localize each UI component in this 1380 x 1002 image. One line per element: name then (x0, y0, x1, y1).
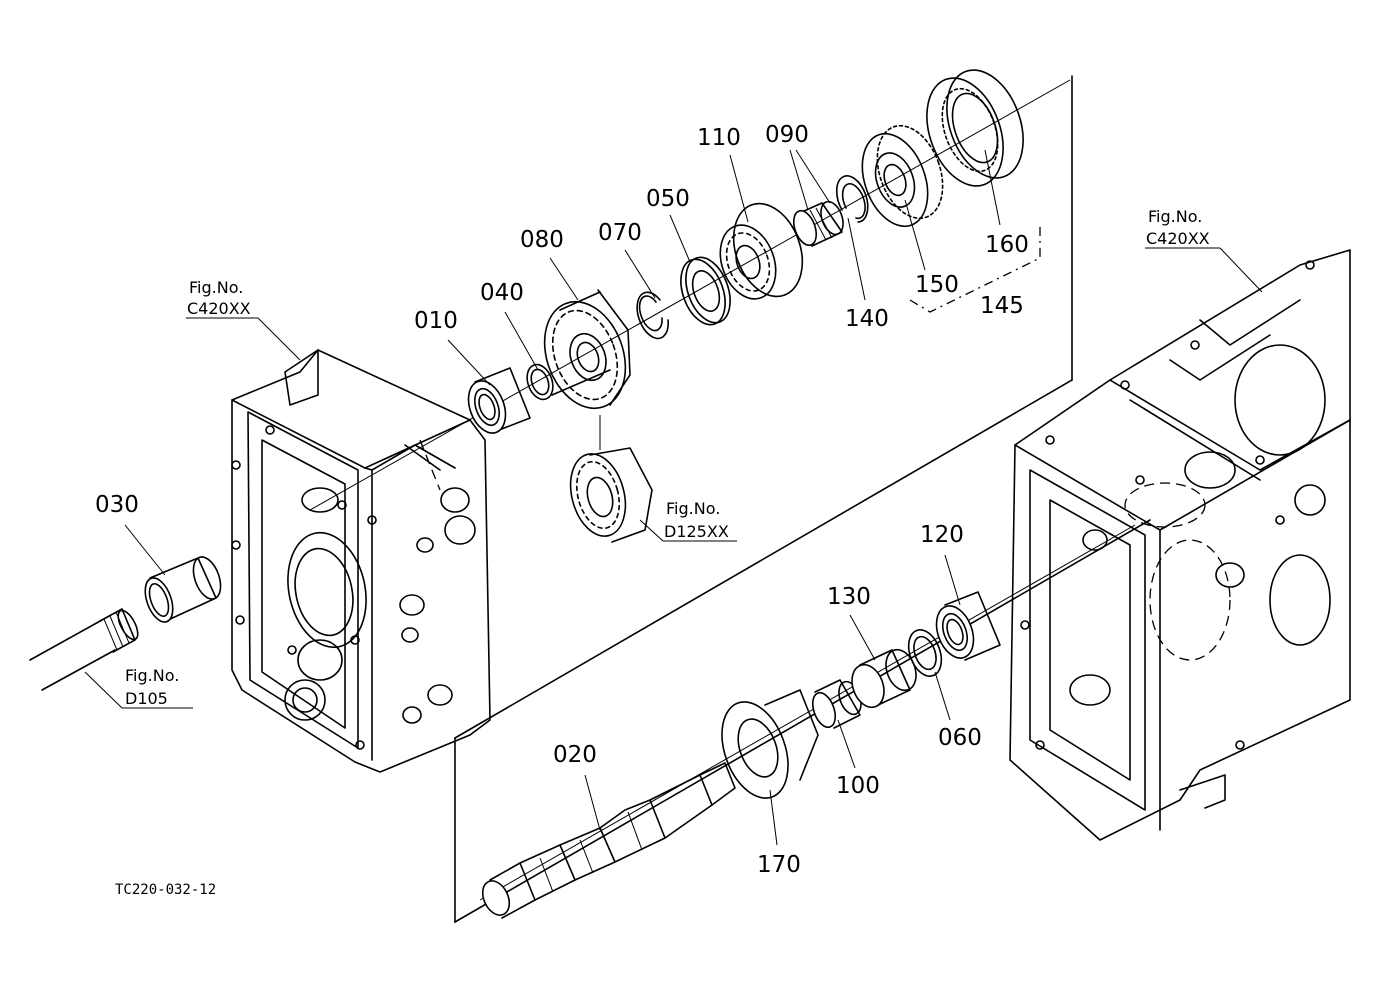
gear-150 (861, 124, 944, 228)
fig-labels: Fig.No. C420XX Fig.No. C420XX Fig.No. D1… (125, 207, 1210, 708)
snap-ring-060 (907, 629, 943, 677)
fig-label-right-code: C420XX (1146, 229, 1210, 248)
label-150: 150 (915, 272, 959, 298)
needle-bearing-090 (792, 200, 844, 247)
snap-ring-070 (636, 291, 669, 340)
needle-bearing-100 (811, 679, 862, 729)
label-140: 140 (845, 306, 889, 332)
label-160: 160 (985, 232, 1029, 258)
bushing-030 (144, 556, 222, 623)
label-120: 120 (920, 522, 964, 548)
label-070: 070 (598, 220, 642, 246)
fig-label-left-title: Fig.No. (189, 278, 243, 297)
input-shaft (29, 608, 139, 691)
label-100: 100 (836, 773, 880, 799)
leader-lines (124, 149, 1001, 846)
right-transmission-case (1009, 249, 1351, 841)
fig-reference-shaft (84, 671, 193, 709)
snap-ring-140 (835, 175, 869, 223)
label-030: 030 (95, 492, 139, 518)
label-060: 060 (938, 725, 982, 751)
fig-label-right-title: Fig.No. (1148, 207, 1202, 226)
bearing-050 (680, 256, 731, 326)
label-010: 010 (414, 308, 458, 334)
label-020: 020 (553, 742, 597, 768)
bearing-120 (935, 591, 1001, 661)
label-040: 040 (480, 280, 524, 306)
label-130: 130 (827, 584, 871, 610)
assembly-frame (454, 75, 1151, 923)
fig-reference-right-case (1145, 247, 1263, 293)
output-shaft-020 (481, 762, 736, 919)
snap-ring-040 (526, 363, 554, 401)
gear-d125xx-reference (569, 415, 653, 543)
label-145: 145 (980, 293, 1024, 319)
group-bracket-145 (909, 225, 1041, 313)
label-050: 050 (646, 186, 690, 212)
upper-axis (309, 79, 1071, 511)
fig-label-gear-code: D125XX (664, 522, 729, 541)
lower-axis (479, 524, 1136, 901)
bearing-010 (467, 367, 531, 434)
fig-label-shaft-code: D105 (125, 689, 168, 708)
label-090: 090 (765, 122, 809, 148)
drawing-code: TC220-032-12 (115, 882, 216, 898)
gear-110 (719, 202, 804, 300)
gear-080 (543, 289, 631, 410)
label-110: 110 (697, 125, 741, 151)
fig-label-gear-title: Fig.No. (666, 499, 720, 518)
label-080: 080 (520, 227, 564, 253)
gear-170 (721, 689, 819, 799)
part-labels: 010 020 030 040 050 060 070 080 090 100 … (95, 122, 1029, 878)
fig-label-shaft-title: Fig.No. (125, 666, 179, 685)
left-transmission-case (231, 349, 491, 773)
label-170: 170 (757, 852, 801, 878)
fig-reference-left-case (186, 317, 301, 361)
seal-160 (926, 69, 1024, 187)
fig-reference-gear (639, 519, 737, 542)
fig-label-left-code: C420XX (187, 299, 251, 318)
